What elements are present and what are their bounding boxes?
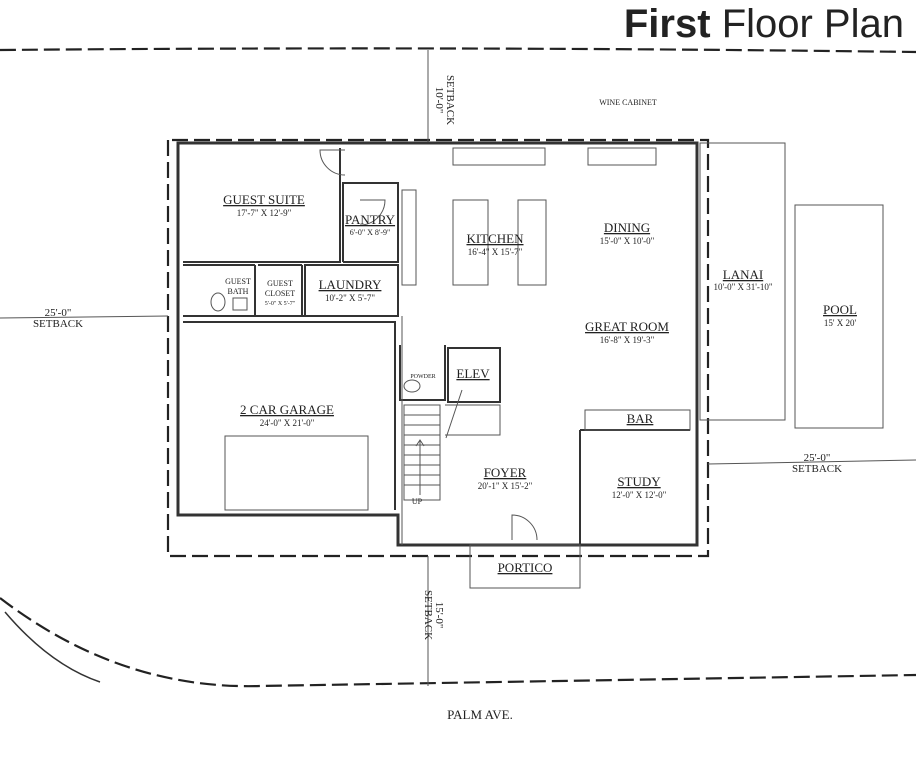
garage-door (224, 435, 369, 511)
garage-size: 24'-0" X 21'-0" (260, 418, 315, 428)
stair-up-label: UP (412, 497, 423, 506)
left-setback-dim: 25'-0" (45, 307, 72, 319)
laundry-size: 10'-2" X 5'-7" (325, 293, 375, 303)
foyer-size: 20'-1" X 15'-2" (478, 481, 533, 491)
lanai-size: 10'-0" X 31'-10" (713, 282, 772, 292)
great-room-label: GREAT ROOM (585, 319, 669, 334)
right-setback-label: SETBACK (792, 463, 842, 475)
portico-outline (469, 544, 581, 589)
title-rest: Floor Plan (721, 2, 904, 46)
guest-closet-size: 5'-0" X 5'-7" (265, 301, 296, 307)
curb-line (4, 611, 101, 683)
bar-counter (584, 409, 691, 431)
left-setback-label: SETBACK (33, 318, 83, 330)
dining-size: 15'-0" X 10'-0" (600, 236, 655, 246)
pool-size: 15' X 20' (824, 318, 857, 328)
right-setback-dim: 25'-0" (804, 452, 831, 464)
powder-label: POWDER (410, 374, 435, 380)
pantry-label: PANTRY (345, 212, 396, 227)
pantry-size: 6'-0" X 8'-9" (350, 228, 391, 237)
room-labels: WINE CABINET GUEST SUITE 17'-7" X 12'-9"… (33, 75, 857, 722)
great-room-size: 16'-8" X 19'-3" (600, 335, 655, 345)
guest-closet-label-1: GUEST (267, 279, 293, 288)
lanai-outline (699, 142, 786, 421)
right-setback-line (707, 459, 916, 465)
guest-bath-label-2: BATH (228, 287, 249, 296)
foyer-label: FOYER (484, 465, 527, 480)
kitchen-island (517, 199, 547, 286)
kitchen-size: 16'-4" X 15'-7" (468, 247, 523, 257)
portico-label: PORTICO (498, 560, 553, 575)
garage-label: 2 CAR GARAGE (240, 402, 334, 417)
bar-label: BAR (627, 411, 654, 426)
kitchen-island (452, 199, 489, 286)
elev-label: ELEV (456, 366, 490, 381)
wine-cabinet-label: WINE CABINET (599, 98, 657, 107)
street-name: PALM AVE. (447, 707, 513, 722)
guest-suite-label: GUEST SUITE (223, 192, 305, 207)
bottom-setback-dim: 15'-0" (433, 602, 445, 629)
street-property-line (0, 597, 916, 688)
guest-bath-label-1: GUEST (225, 277, 251, 286)
kitchen-label: KITCHEN (466, 231, 524, 246)
guest-closet-label-2: CLOSET (265, 289, 295, 298)
left-setback-line (0, 315, 169, 319)
dining-label: DINING (604, 220, 650, 235)
plan-title: First Floor Plan (624, 2, 904, 47)
lanai-label: LANAI (723, 267, 763, 282)
laundry-label: LAUNDRY (319, 277, 382, 292)
study-label: STUDY (617, 474, 661, 489)
exterior-wall (176, 141, 699, 547)
guest-suite-size: 17'-7" X 12'-9" (237, 208, 292, 218)
building-setback-line (166, 138, 710, 558)
fixtures (210, 142, 884, 589)
pool-label: POOL (823, 302, 857, 317)
study-size: 12'-0" X 12'-0" (612, 490, 667, 500)
pool-outline (794, 204, 884, 429)
top-setback-dim: 10'-0" (433, 87, 445, 114)
title-bold: First (623, 2, 711, 46)
top-setback-label: SETBACK (444, 75, 456, 125)
bottom-setback-label: SETBACK (422, 590, 434, 640)
interior-walls (183, 148, 690, 545)
top-property-line (0, 47, 916, 54)
